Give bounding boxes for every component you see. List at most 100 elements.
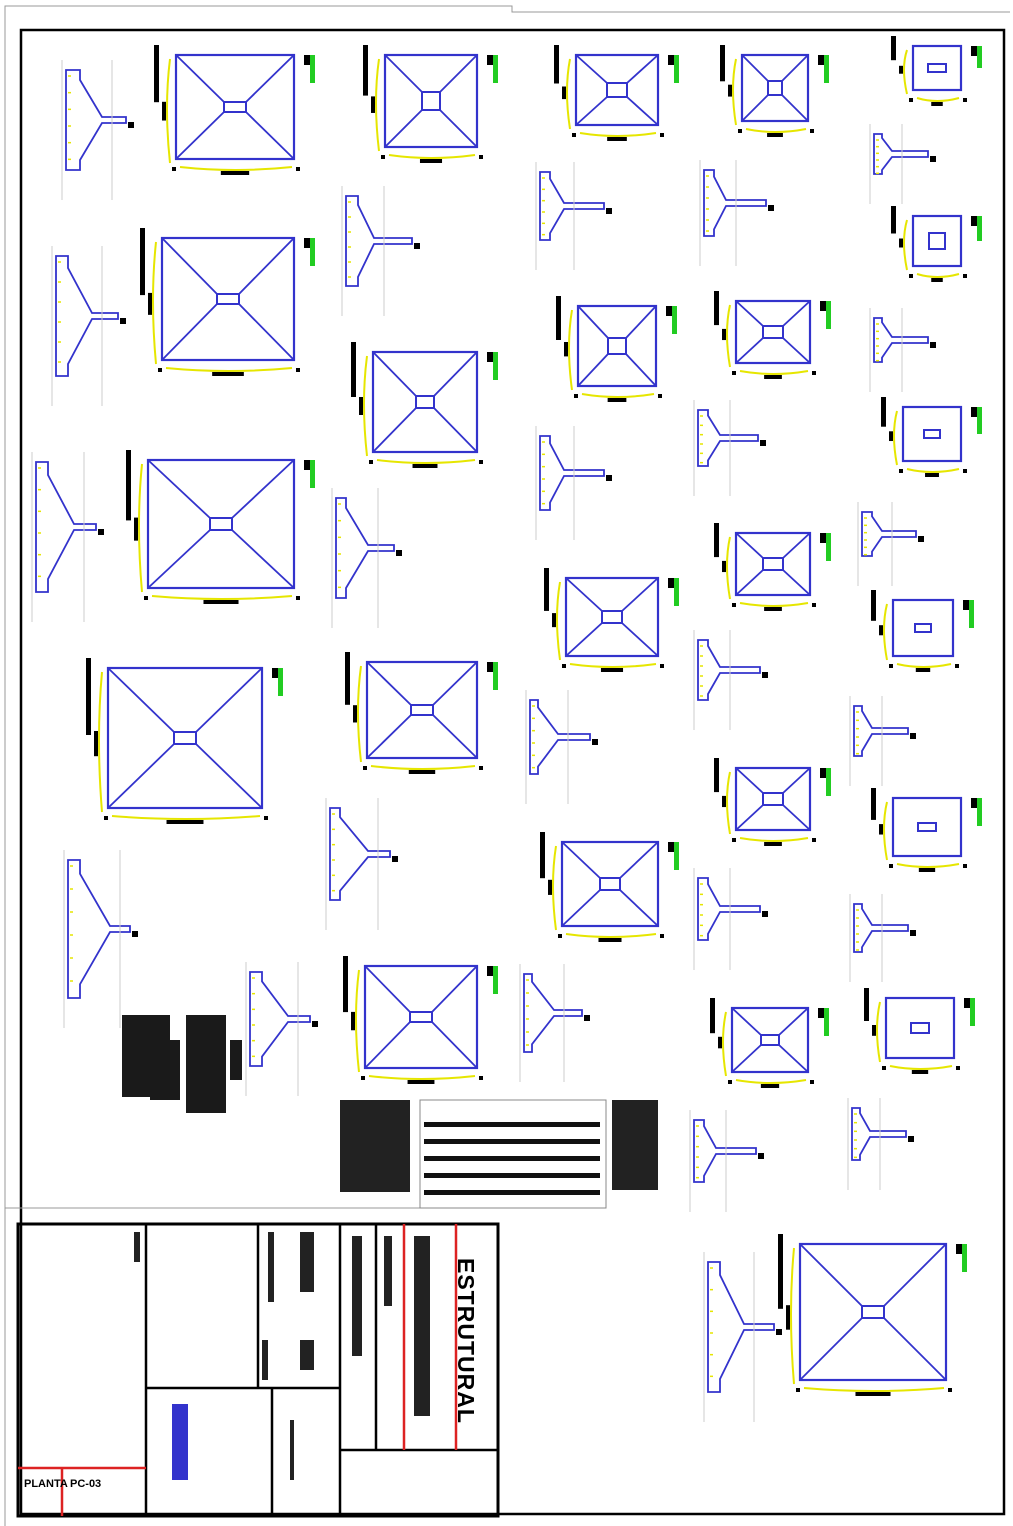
slope-line <box>577 305 609 339</box>
section-mark <box>392 856 398 862</box>
rebar-left <box>790 1247 795 1385</box>
footing-section-icon <box>61 60 134 200</box>
rebar-end <box>479 1076 483 1080</box>
footing-section-icon <box>341 186 420 316</box>
footing-plan-icon <box>891 206 982 282</box>
rebar-mark <box>668 842 674 852</box>
footing-plan-icon <box>540 832 679 942</box>
title-block-text <box>262 1340 268 1380</box>
pedestal-outline <box>216 293 240 305</box>
title-block <box>16 1222 500 1518</box>
rebar-table-block <box>186 1015 226 1113</box>
footing-outline <box>560 840 660 928</box>
rebar-callout <box>722 795 726 808</box>
rebar-bottom <box>745 128 807 133</box>
rebar-end <box>172 167 176 171</box>
footing-plan-icon <box>871 590 974 672</box>
section-mark <box>606 475 612 481</box>
rebar-callout <box>714 758 719 793</box>
rebar-bottom <box>803 1387 945 1392</box>
slope-line <box>619 841 659 879</box>
rebar-bottom <box>906 468 960 473</box>
dim-label <box>764 842 782 846</box>
footing-section-icon <box>51 246 126 406</box>
section-mark <box>396 550 402 556</box>
footing-outline <box>901 405 963 463</box>
rebar-end <box>738 129 742 133</box>
section-mark <box>120 318 126 324</box>
section-outline <box>539 171 605 241</box>
rebar-bottom <box>111 815 261 820</box>
slope-line <box>364 1021 411 1069</box>
rebar-bottom <box>179 166 293 171</box>
rebar-callout <box>548 879 552 895</box>
pedestal-outline <box>209 517 233 531</box>
section-mark <box>762 911 768 917</box>
footing-outline <box>576 304 658 388</box>
section-outline <box>853 705 909 757</box>
footing-outline <box>106 666 264 810</box>
dim-label <box>203 600 239 604</box>
pedestal-outline <box>914 623 932 633</box>
rebar-mark <box>971 216 977 226</box>
section-outline <box>873 133 929 175</box>
rebar-callout <box>891 36 896 61</box>
rebar-end <box>956 1066 960 1070</box>
rebar-highlight <box>826 301 831 329</box>
section-mark <box>312 1021 318 1027</box>
rebar-summary-row <box>424 1190 600 1195</box>
slope-line <box>799 1243 863 1307</box>
footing-plan-icon <box>720 45 829 137</box>
footing-plan-icon <box>86 658 283 824</box>
slope-line <box>384 109 423 148</box>
footing-plan-icon <box>714 291 831 379</box>
rebar-bottom <box>368 1075 476 1080</box>
rebar-mark <box>666 306 672 316</box>
rebar-bottom <box>151 595 293 600</box>
logo-block <box>172 1404 188 1480</box>
dim-label <box>760 1084 780 1088</box>
rebar-left <box>363 355 368 457</box>
footing-outline <box>363 964 479 1070</box>
title-block-discipline: ESTRUTURAL <box>453 1258 479 1424</box>
section-outline <box>873 317 929 363</box>
rebar-end <box>264 816 268 820</box>
rebar-callout <box>544 568 549 611</box>
rebar-callout <box>162 101 166 121</box>
rebar-end <box>660 934 664 938</box>
section-outline <box>703 169 767 237</box>
rebar-left <box>726 771 731 835</box>
rebar-table-block <box>150 1040 180 1100</box>
rebar-left <box>357 665 362 763</box>
rebar-mark <box>304 55 310 65</box>
footing-section-icon <box>535 162 612 270</box>
rebar-left <box>903 219 908 271</box>
slope-line <box>195 667 263 733</box>
rebar-callout <box>134 517 138 541</box>
rebar-left <box>166 58 171 164</box>
rebar-callout <box>889 431 893 442</box>
footing-outline <box>574 53 660 127</box>
rebar-bottom <box>916 97 960 102</box>
slope-line <box>231 529 295 589</box>
section-outline <box>67 859 131 999</box>
rebar-end <box>812 603 816 607</box>
dim-label <box>911 1070 929 1074</box>
rebar-mark <box>668 55 674 65</box>
rebar-callout <box>371 96 375 113</box>
section-mark <box>908 1136 914 1142</box>
slope-line <box>372 351 417 397</box>
rebar-summary-row <box>424 1122 600 1127</box>
rebar-end <box>104 816 108 820</box>
slope-line <box>731 1044 762 1073</box>
footing-section-icon <box>847 1098 914 1190</box>
sheet-borders <box>4 5 1010 1526</box>
title-block-text <box>290 1420 294 1480</box>
slope-line <box>366 661 412 706</box>
footing-outline <box>798 1242 948 1382</box>
title-block-sheet-label: PLANTA <box>24 1478 68 1490</box>
rebar-callout <box>899 238 903 248</box>
footing-section-icon <box>849 894 916 982</box>
rebar-highlight <box>826 533 831 561</box>
